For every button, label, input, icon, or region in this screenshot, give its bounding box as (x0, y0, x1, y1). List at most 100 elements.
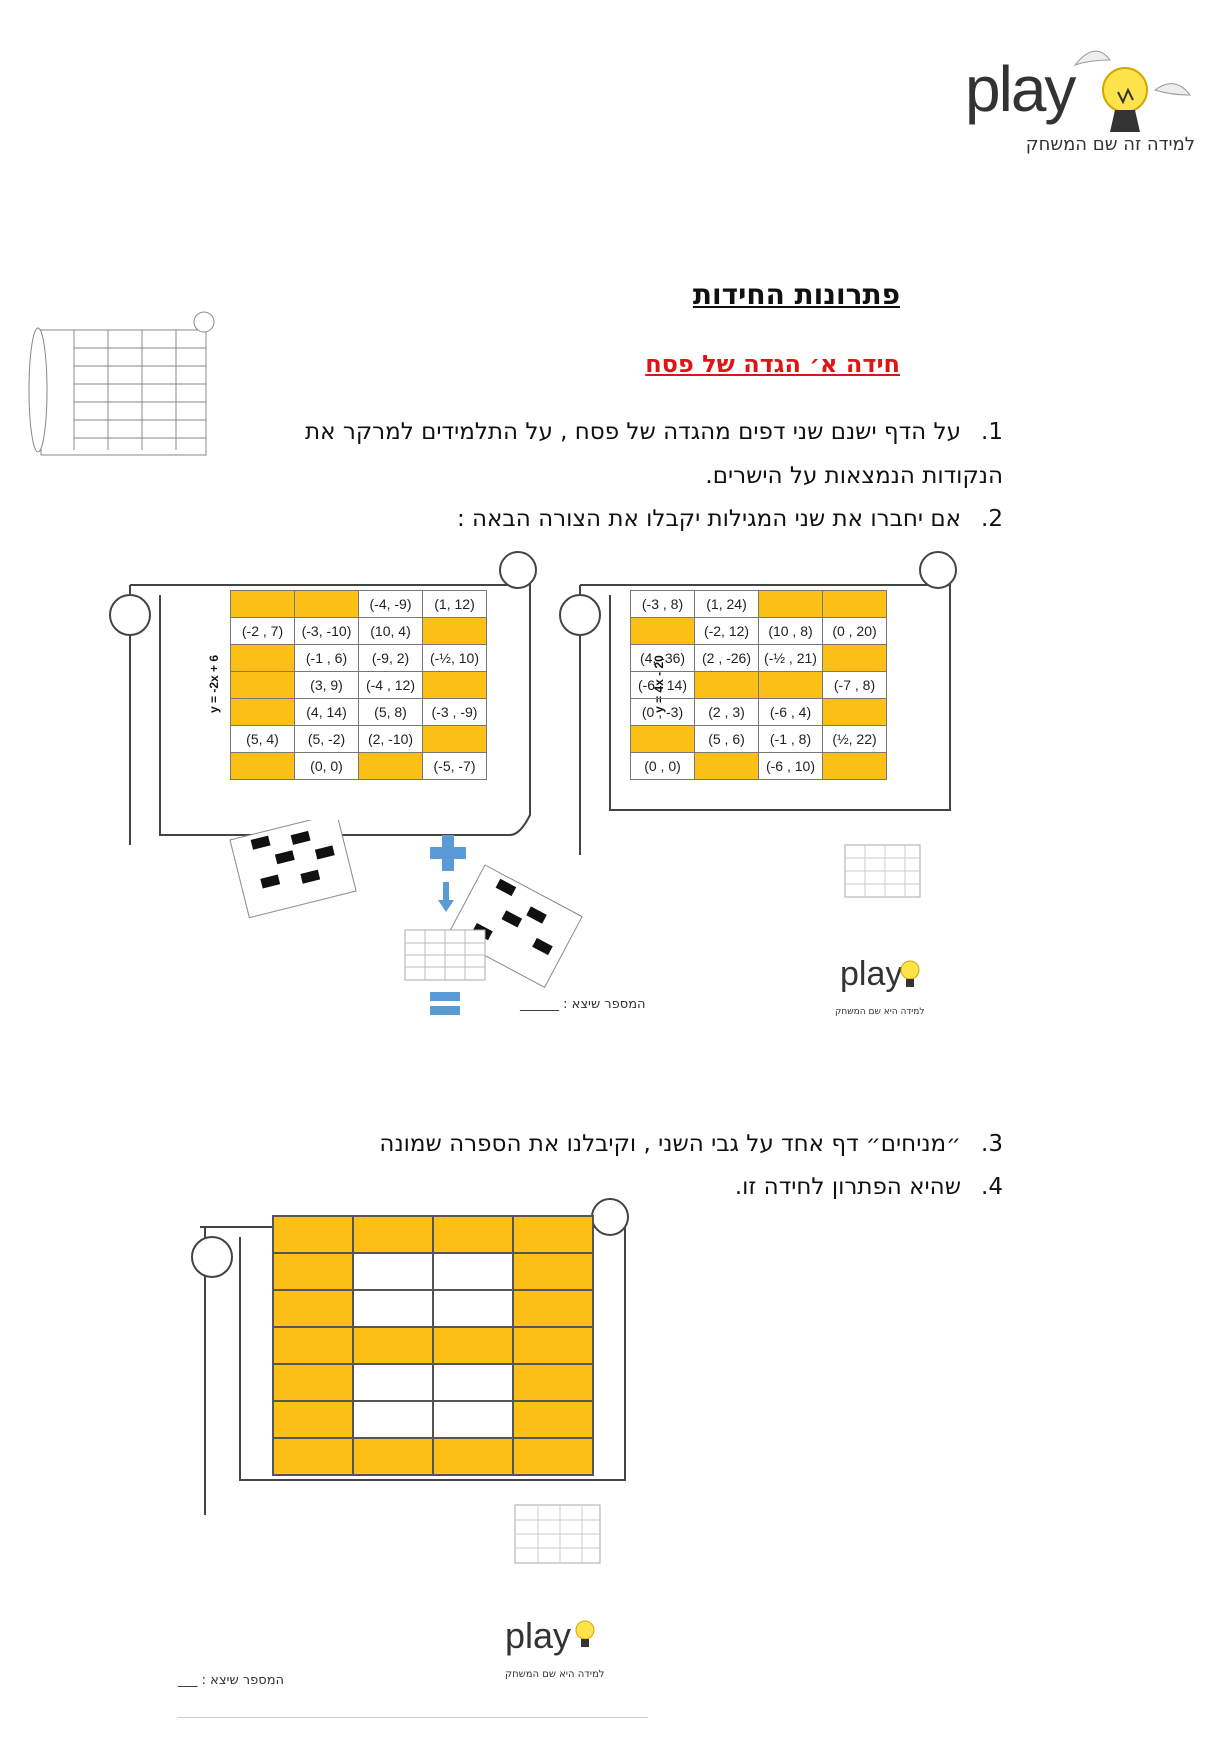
eight-row (272, 1363, 594, 1402)
grid-cell: (-4 , 12) (358, 671, 423, 699)
puzzle-card: y = -2x + 6 (-4, -9)(1, 12)(-2 , 7)(-3, … (90, 545, 970, 1035)
eight-cell (352, 1215, 434, 1254)
bottom-logo-wordmark: play (505, 1615, 572, 1656)
item-number: 3. (981, 1131, 1003, 1157)
item-text: אם יחברו את שני המגילות יקבלו את הצורה ה… (456, 506, 961, 532)
item-text: על הדף ישנם שני דפים מהגדה של פסח , על ה… (305, 419, 1003, 489)
eight-cell (352, 1289, 434, 1328)
logo-wordmark: play (965, 53, 1076, 125)
grid-cell: (5, 4) (230, 725, 295, 753)
lightbulb-icon (1073, 50, 1192, 132)
inner-logo-tagline: למידה היא שם המשחק (835, 1007, 925, 1017)
logo-tagline: למידה זה שם המשחק (1025, 134, 1195, 155)
empty-scroll-icon (514, 1504, 601, 1564)
scroll-thumbnail-icon (28, 311, 215, 456)
eight-row (272, 1215, 594, 1254)
eight-cell (272, 1363, 354, 1402)
grid-cell (758, 671, 823, 699)
grid-cell: (-3 , 8) (630, 590, 695, 618)
grid-cell: (-3 , -9) (422, 698, 487, 726)
item-text: ״מניחים״ דף אחד על גבי השני , וקיבלנו את… (379, 1131, 961, 1157)
page-title: פתרונות החידות (692, 278, 900, 311)
grid-cell: (1, 24) (694, 590, 759, 618)
grid-row: (4, -36)(2 , -26)(-½ , 21) (630, 644, 887, 672)
grid-cell: (5 , 6) (694, 725, 759, 753)
grid-cell (422, 617, 487, 645)
result-label-bottom: המספר שיצא : ___ (178, 1673, 285, 1688)
grid-cell (294, 590, 359, 618)
grid-row: (-3 , 8)(1, 24) (630, 590, 887, 618)
grid-cell: (-2 , 7) (230, 617, 295, 645)
eight-cell (272, 1400, 354, 1439)
grid-cell: (0, 0) (294, 752, 359, 780)
equals-icon (430, 992, 460, 1015)
eight-cell (512, 1289, 594, 1328)
grid-cell (422, 725, 487, 753)
equation-left: y = -2x + 6 (207, 654, 222, 714)
grid-cell: (10, 4) (358, 617, 423, 645)
left-scroll-outline (109, 551, 537, 845)
eight-cell (352, 1363, 434, 1402)
list-item-1: 1.על הדף ישנם שני דפים מהגדה של פסח , על… (243, 410, 1003, 498)
grid-cell: (½, 22) (822, 725, 887, 753)
eight-cell (512, 1437, 594, 1476)
result-label-inner: המספר שיצא : ______ (520, 997, 646, 1012)
grid-row: (-6 , 14)(-7 , 8) (630, 671, 887, 699)
grid-row: (4, 14)(5, 8)(-3 , -9) (230, 698, 487, 726)
eight-cell (272, 1289, 354, 1328)
eight-cell (352, 1400, 434, 1439)
eight-cell (272, 1326, 354, 1365)
eight-row (272, 1252, 594, 1291)
bottom-logo-tagline: למידה היא שם המשחק (505, 1669, 605, 1680)
grid-cell (230, 590, 295, 618)
grid-cell: (5, 8) (358, 698, 423, 726)
grid-cell (822, 590, 887, 618)
grid-cell (822, 644, 887, 672)
eight-cell (352, 1252, 434, 1291)
grid-cell: (-6 , 10) (758, 752, 823, 780)
eight-cell (512, 1363, 594, 1402)
eight-cell (432, 1400, 514, 1439)
grid-cell (422, 671, 487, 699)
grid-cell: (-5, -7) (422, 752, 487, 780)
grid-cell (630, 617, 695, 645)
grid-row: (5 , 6)(-1 , 8)(½, 22) (630, 725, 887, 753)
grid-row: (5, 4)(5, -2)(2, -10) (230, 725, 487, 753)
eight-cell (272, 1215, 354, 1254)
eight-cell (272, 1252, 354, 1291)
grid-cell: (-1 , 8) (758, 725, 823, 753)
left-points-grid: (-4, -9)(1, 12)(-2 , 7)(-3, -10)(10, 4)(… (230, 590, 487, 780)
combine-illustration (229, 820, 583, 1015)
digit-eight-grid (272, 1215, 594, 1476)
right-points-grid: (-3 , 8)(1, 24)(-2, 12)(10 , 8)(0 , 20)(… (630, 590, 887, 780)
right-scroll-outline (559, 551, 957, 855)
divider (178, 1717, 648, 1718)
grid-cell: (-7 , 8) (822, 671, 887, 699)
grid-cell (822, 752, 887, 780)
grid-row: (-1 , 6)(-9, 2)(-½, 10) (230, 644, 487, 672)
eight-cell (432, 1252, 514, 1291)
grid-cell: (-½, 10) (422, 644, 487, 672)
top-logo: play למידה זה שם המשחק (965, 30, 1195, 170)
eight-cell (432, 1363, 514, 1402)
eight-row (272, 1289, 594, 1328)
eight-cell (432, 1326, 514, 1365)
grid-cell (230, 752, 295, 780)
lightbulb-icon (575, 1620, 595, 1647)
grid-cell: (2 , 3) (694, 698, 759, 726)
grid-row: (0 , 0) (-6 , 10) (630, 752, 887, 780)
grid-cell: (0 , 20) (822, 617, 887, 645)
eight-cell (432, 1289, 514, 1328)
grid-cell: (1, 12) (422, 590, 487, 618)
grid-cell (230, 671, 295, 699)
inner-logo-wordmark: play (840, 955, 903, 993)
grid-cell: (0 , 0) (630, 752, 695, 780)
grid-cell: (-4, -9) (358, 590, 423, 618)
item-number: 4. (981, 1174, 1003, 1200)
grid-cell (822, 698, 887, 726)
eight-cell (272, 1437, 354, 1476)
grid-cell: (2, -10) (358, 725, 423, 753)
grid-row: (3, 9)(-4 , 12) (230, 671, 487, 699)
grid-cell: (5, -2) (294, 725, 359, 753)
grid-cell: (-2, 12) (694, 617, 759, 645)
